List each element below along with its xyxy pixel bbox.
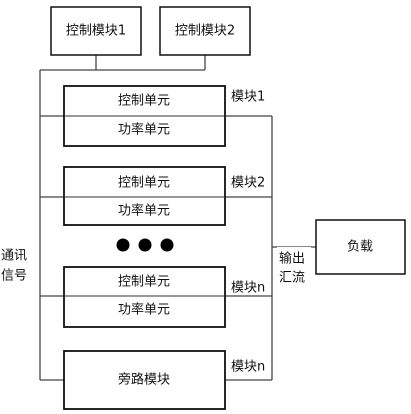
ellipsis-dots bbox=[116, 238, 174, 252]
module-1-control-unit: 控制单元 bbox=[118, 94, 170, 109]
module-n-label: 模块n bbox=[231, 281, 265, 296]
control-module-2-label: 控制模块2 bbox=[175, 24, 235, 39]
control-module-2: 控制模块2 bbox=[159, 6, 251, 56]
control-module-1: 控制模块1 bbox=[50, 6, 142, 56]
module-2-power-unit: 功率单元 bbox=[118, 203, 170, 219]
output-bus-line-2: 汇流 bbox=[279, 271, 305, 286]
bypass-module: 旁路模块 模块n bbox=[63, 350, 265, 410]
module-1-power-unit: 功率单元 bbox=[118, 122, 170, 138]
load-label: 负载 bbox=[347, 240, 373, 255]
comm-signal-line-1: 通讯 bbox=[1, 249, 27, 264]
module-n-control-unit: 控制单元 bbox=[118, 275, 170, 290]
module-n-power-unit: 功率单元 bbox=[118, 302, 170, 318]
comm-signal-line-2: 信号 bbox=[1, 269, 27, 284]
output-bus-label: 输出 汇流 bbox=[277, 247, 311, 287]
communication-bus bbox=[39, 55, 206, 381]
output-bus-line-1: 输出 bbox=[279, 251, 305, 267]
module-1-label: 模块1 bbox=[231, 90, 265, 105]
module-2: 控制单元 功率单元 模块2 bbox=[63, 166, 265, 226]
bypass-module-tag: 模块n bbox=[231, 360, 265, 375]
module-2-label: 模块2 bbox=[231, 176, 265, 191]
module-1: 控制单元 功率单元 模块1 bbox=[63, 85, 265, 147]
bypass-module-label: 旁路模块 bbox=[118, 372, 170, 388]
comm-signal-label: 通讯 信号 bbox=[0, 244, 32, 286]
control-module-1-label: 控制模块1 bbox=[66, 24, 126, 39]
module-2-control-unit: 控制单元 bbox=[118, 176, 170, 191]
load-box: 负载 bbox=[315, 219, 406, 275]
module-n: 控制单元 功率单元 模块n bbox=[63, 266, 265, 328]
